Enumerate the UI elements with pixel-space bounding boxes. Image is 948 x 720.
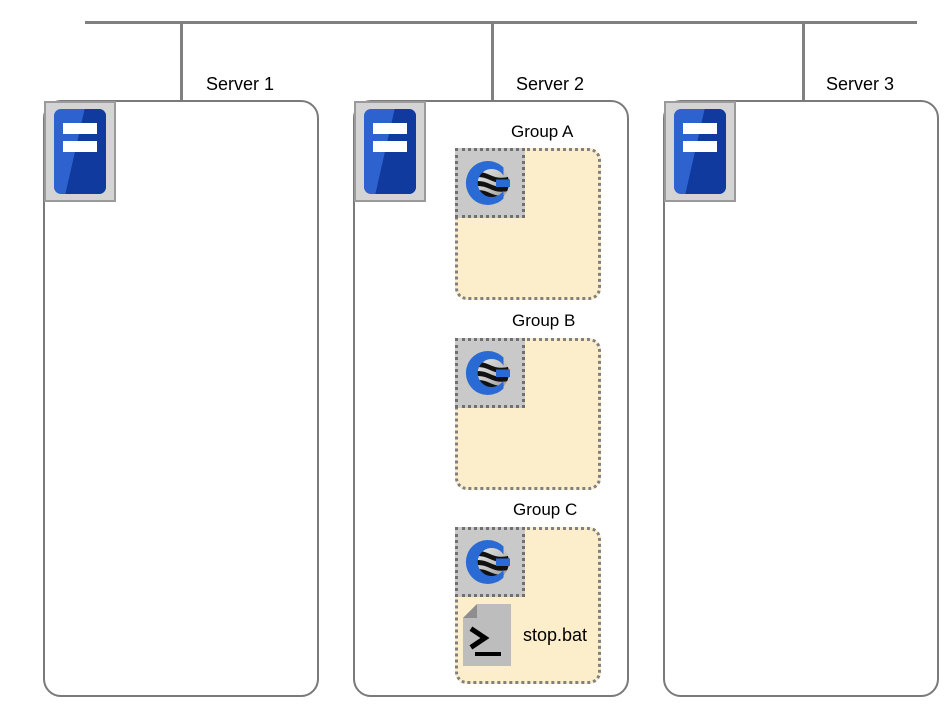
server-icon[interactable] bbox=[664, 101, 736, 202]
network-drop-server-1 bbox=[180, 22, 183, 100]
group-b-label: Group B bbox=[512, 311, 576, 330]
network-bus-line bbox=[85, 21, 917, 24]
batch-script-icon bbox=[461, 602, 513, 668]
glassfish-instance-icon[interactable] bbox=[455, 338, 525, 408]
glassfish-instance-icon[interactable] bbox=[455, 148, 525, 218]
group-c-label: Group C bbox=[513, 500, 578, 519]
network-drop-server-3 bbox=[802, 22, 805, 100]
server-1-label: Server 1 bbox=[206, 74, 275, 94]
network-drop-server-2 bbox=[491, 22, 494, 100]
group-b-box[interactable] bbox=[455, 338, 601, 490]
server-icon[interactable] bbox=[44, 101, 116, 202]
server-2-label: Server 2 bbox=[516, 74, 585, 94]
script-file-name: stop.bat bbox=[523, 625, 588, 645]
group-a-box[interactable] bbox=[455, 148, 601, 300]
server-3-label: Server 3 bbox=[826, 74, 895, 94]
group-c-box[interactable]: stop.bat bbox=[455, 527, 601, 684]
server-icon[interactable] bbox=[354, 101, 426, 202]
group-a-label: Group A bbox=[511, 122, 574, 141]
script-file-row[interactable]: stop.bat bbox=[461, 602, 587, 668]
glassfish-instance-icon[interactable] bbox=[455, 527, 525, 597]
